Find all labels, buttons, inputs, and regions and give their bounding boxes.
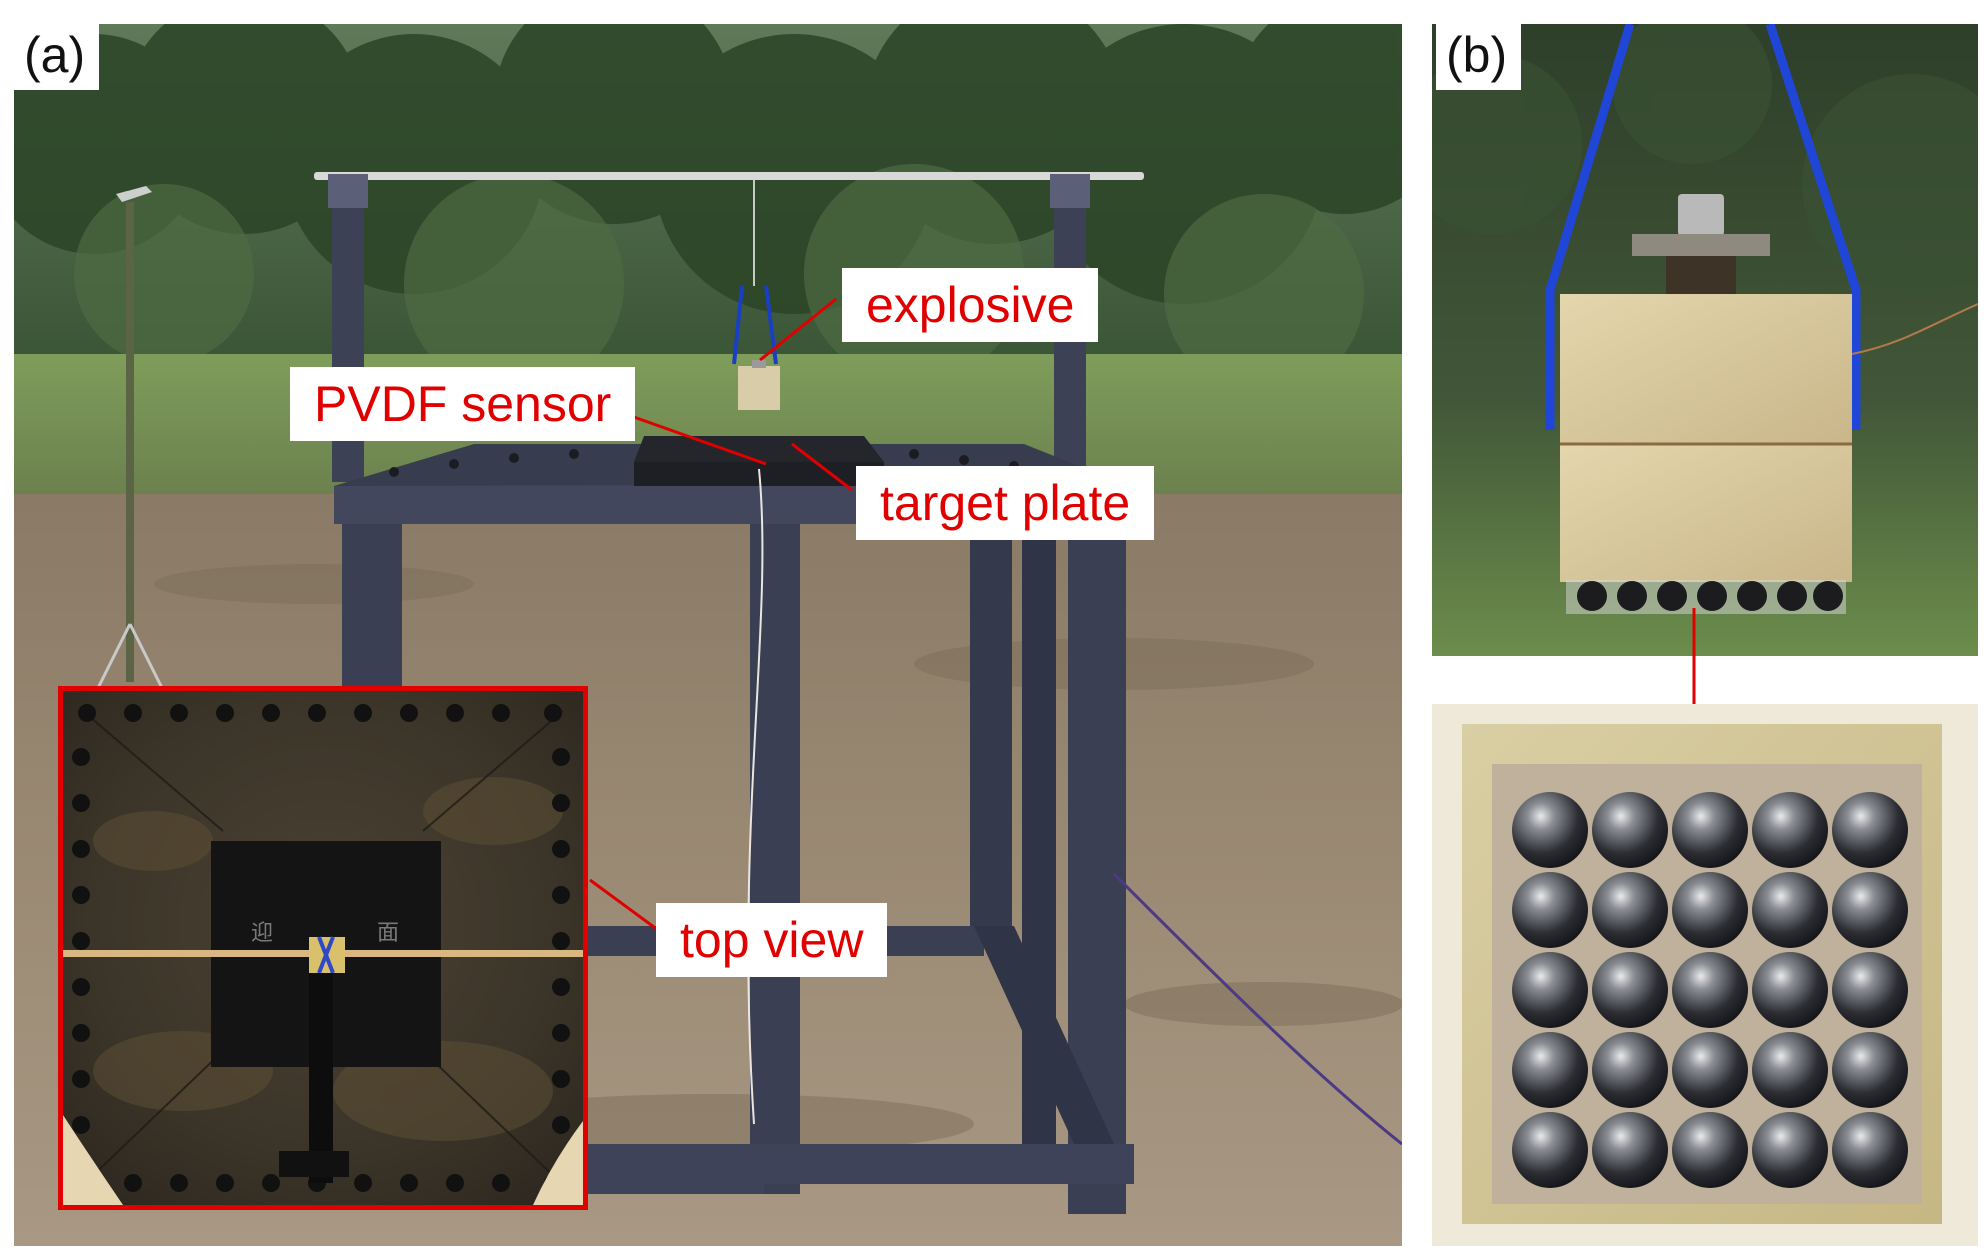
panel-b-letter: (b) (1436, 24, 1522, 90)
charge-photo-scene (1432, 24, 1978, 656)
top-view-image (63, 691, 583, 1205)
inset-plate-char-1: 迎 (251, 921, 274, 946)
explosive-block-upper (1560, 294, 1852, 446)
panel-a-leader-lines (613, 297, 853, 492)
top-view-inset: 迎 面 (58, 686, 588, 1210)
plate-bolts (72, 704, 570, 1192)
steel-ball-layer (1577, 581, 1843, 611)
panel-a-letter: (a) (14, 24, 100, 90)
explosive-charge-small (732, 285, 780, 410)
label-explosive: explosive (842, 268, 1099, 342)
blue-strap (1545, 24, 1861, 430)
label-top-view: top view (656, 903, 888, 977)
upright-posts (328, 174, 1090, 502)
panel-b-charge-photo (1432, 24, 1978, 656)
explosive-block-lower (1560, 444, 1852, 582)
panel-b-ball-array-photo (1432, 704, 1978, 1246)
label-target-plate: target plate (856, 466, 1155, 540)
ball-array-scene (1432, 704, 1978, 1246)
label-pvdf-sensor: PVDF sensor (290, 367, 636, 441)
steel-ball-grid (1512, 792, 1908, 1188)
hanging-rod (314, 172, 1144, 180)
panel-a-photo (14, 24, 1402, 1246)
detonator-cap (1678, 194, 1724, 236)
inset-plate-char-2: 面 (377, 921, 400, 946)
panel-a-scene (14, 24, 1402, 1246)
